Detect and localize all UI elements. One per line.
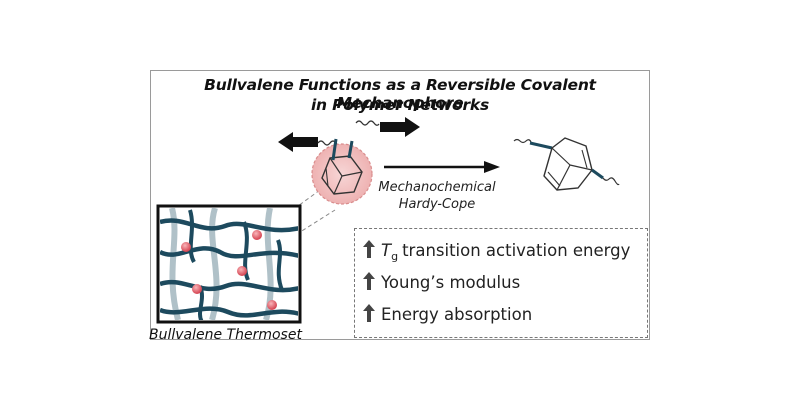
property-tg-text: transition activation energy bbox=[402, 241, 631, 260]
property-energy: Energy absorption bbox=[363, 304, 532, 324]
title-line-1: Bullvalene Functions as a Reversible Cov… bbox=[204, 76, 596, 112]
polymer-network bbox=[156, 204, 302, 324]
pull-arrow-left bbox=[278, 132, 318, 152]
figure-frame bbox=[150, 70, 650, 340]
wavy-bond-right bbox=[355, 120, 380, 126]
network-node bbox=[252, 230, 262, 240]
up-arrow-icon bbox=[363, 304, 375, 322]
property-modulus: Young’s modulus bbox=[363, 272, 520, 292]
bullvalene-product bbox=[513, 137, 620, 191]
up-arrow-icon bbox=[363, 272, 375, 290]
reaction-label-line-2: Hardy-Cope bbox=[398, 197, 476, 212]
tg-subscript: g bbox=[391, 250, 399, 263]
property-modulus-text: Young’s modulus bbox=[381, 273, 521, 292]
reaction-label-line-1: Mechanochemical bbox=[378, 180, 496, 195]
network-node bbox=[267, 300, 277, 310]
property-energy-text: Energy absorption bbox=[381, 305, 533, 324]
title-line-2: in Polymer Networks bbox=[310, 96, 490, 114]
network-node bbox=[181, 242, 191, 252]
network-node bbox=[192, 284, 202, 294]
bullvalene-highlight bbox=[311, 138, 373, 205]
tg-symbol: T bbox=[381, 241, 392, 260]
network-label: Bullvalene Thermoset bbox=[149, 327, 302, 343]
pull-arrow-right bbox=[380, 117, 420, 137]
reaction-arrow bbox=[384, 161, 500, 173]
network-node bbox=[237, 266, 247, 276]
up-arrow-icon bbox=[363, 240, 375, 258]
